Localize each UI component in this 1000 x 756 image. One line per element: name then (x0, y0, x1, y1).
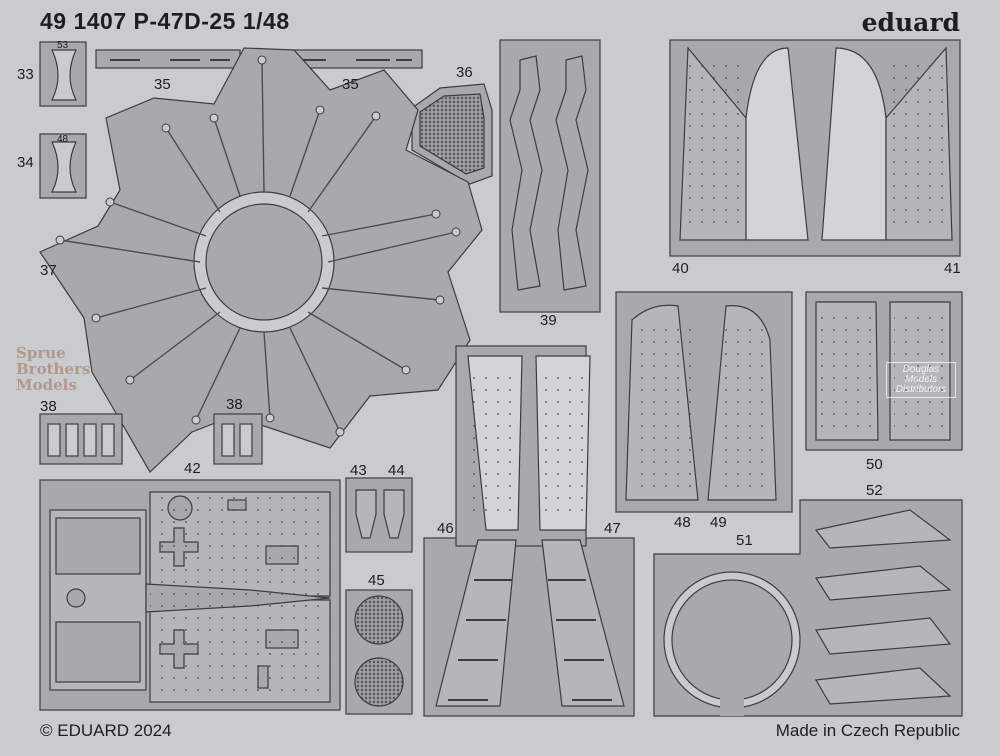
part-number-label: 35 (154, 76, 171, 93)
part-number-label: 35 (342, 76, 359, 93)
part-48-49-panels (615, 291, 793, 513)
copyright-text: © EDUARD 2024 (40, 721, 172, 740)
part-number-label: 42 (184, 460, 201, 477)
part-36 (411, 83, 493, 185)
part-number-label: 50 (866, 456, 883, 473)
part-number-label: 53 (57, 40, 69, 51)
part-number-label: 43 (350, 462, 367, 479)
brand-logo: eduard (861, 8, 960, 37)
part-38-right (213, 413, 263, 465)
part-52-fins (814, 509, 952, 705)
douglas-watermark: Douglas Models Distributors (886, 362, 956, 398)
part-number-label: 52 (866, 482, 883, 499)
part-50-panels (805, 291, 963, 451)
part-number-label: 47 (604, 520, 621, 537)
part-number-label: 41 (944, 260, 961, 277)
part-number-label: 40 (672, 260, 689, 277)
part-51-ring (653, 499, 963, 717)
part-35-left (95, 49, 241, 69)
part-number-label: 34 (17, 154, 34, 171)
part-number-label: 33 (17, 66, 34, 83)
part-number-label: 38 (40, 398, 57, 415)
part-number-label: 44 (388, 462, 405, 479)
part-number-label: 46 (437, 520, 454, 537)
sprue-brothers-watermark: Sprue Brothers Models (16, 344, 91, 394)
part-34 (39, 133, 87, 199)
part-42-floor-panel (39, 479, 341, 711)
part-number-label: 49 (710, 514, 727, 531)
part-number-label: 38 (226, 396, 243, 413)
part-number-label: 45 (368, 572, 385, 589)
part-33 (39, 41, 87, 107)
part-43-44 (345, 477, 413, 553)
part-number-label: 36 (456, 64, 473, 81)
part-number-label: 39 (540, 312, 557, 329)
part-37-ignition-harness (39, 47, 483, 473)
part-number-label: 48 (57, 134, 69, 145)
part-40-41-panels (669, 39, 961, 257)
part-45-mesh-discs (345, 589, 413, 715)
fret-title: 49 1407 P-47D-25 1/48 (40, 8, 290, 34)
part-number-label: 51 (736, 532, 753, 549)
part-38-left (39, 413, 123, 465)
part-46-47-panels (423, 345, 635, 717)
part-number-label: 48 (674, 514, 691, 531)
part-39-linkage (499, 39, 601, 313)
origin-text: Made in Czech Republic (775, 721, 960, 740)
part-number-label: 37 (40, 262, 57, 279)
